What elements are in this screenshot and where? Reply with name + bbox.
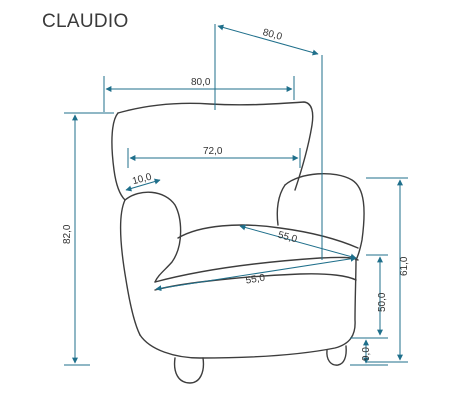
dimension-lines bbox=[64, 24, 408, 366]
dim-seat-width-line bbox=[155, 255, 357, 292]
dim-depth-total-line bbox=[217, 24, 319, 56]
product-title: CLAUDIO bbox=[42, 11, 129, 32]
chair-back bbox=[117, 101, 314, 191]
label-armrest-width: 10,0 bbox=[131, 171, 153, 187]
dim-armrest-width-line bbox=[125, 178, 161, 192]
seat-cushion bbox=[177, 224, 359, 249]
label-height-total: 82,0 bbox=[62, 224, 73, 244]
label-seat-width: 55,0 bbox=[245, 273, 266, 287]
armchair-outline bbox=[111, 101, 365, 384]
label-seat-height: 50,0 bbox=[377, 292, 388, 312]
label-seat-depth: 55,0 bbox=[277, 230, 299, 246]
left-armrest bbox=[124, 191, 182, 283]
right-armrest bbox=[284, 172, 365, 261]
label-leg-height: 9,0 bbox=[361, 347, 372, 361]
front-left-leg bbox=[173, 357, 205, 384]
right-armrest-inner bbox=[276, 184, 286, 226]
front-right-leg bbox=[326, 345, 347, 366]
left-armrest-outer bbox=[119, 199, 141, 336]
chair-back-left-edge bbox=[111, 112, 126, 201]
label-depth-total: 80,0 bbox=[261, 27, 283, 43]
label-armrest-height: 61,0 bbox=[399, 256, 410, 276]
dim-seat-depth-line bbox=[239, 224, 357, 260]
label-width-total: 80,0 bbox=[191, 77, 211, 88]
label-back-width: 72,0 bbox=[203, 146, 223, 157]
chair-base bbox=[139, 259, 357, 359]
